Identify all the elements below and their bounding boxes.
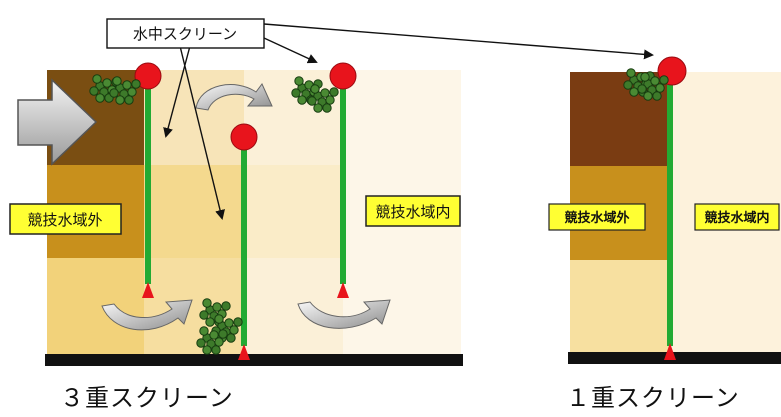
- outside-layer-top: [570, 72, 670, 166]
- inside-label: 競技水域内: [704, 210, 769, 226]
- right-panel: 競技水域外 競技水域内: [548, 56, 781, 364]
- inside-label-box: [694, 203, 780, 231]
- screen-pole-2: [241, 146, 247, 346]
- zone-a-mid: [144, 165, 244, 258]
- outside-layer-bottom: [570, 260, 670, 352]
- float-icon: [134, 62, 162, 90]
- callout-pointer-3: [263, 37, 318, 64]
- callout-pointer-1: [163, 45, 191, 138]
- zone-b-top: [244, 70, 343, 165]
- right-caption: １重スクリーン: [566, 384, 740, 412]
- callout-label: 水中スクリーン: [133, 25, 237, 43]
- left-caption: ３重スクリーン: [60, 384, 234, 412]
- inside-label-box: [365, 195, 461, 227]
- anchor-icon: [337, 282, 349, 298]
- float-icon: [329, 62, 357, 90]
- flow-arrow-icon: [17, 78, 98, 166]
- outside-label-box: [9, 203, 122, 235]
- outside-label-box: [548, 203, 646, 231]
- left-panel: 競技水域外 競技水域内: [9, 62, 463, 366]
- anchor-icon: [238, 344, 250, 360]
- screen-pole-3: [340, 82, 346, 284]
- callout-box: [106, 18, 265, 49]
- zone-b-mid: [244, 165, 343, 258]
- inside-label: 競技水域内: [375, 203, 450, 221]
- float-icon: [230, 123, 258, 151]
- zone-b-bottom: [244, 258, 343, 354]
- curved-arrow-icon: [101, 299, 193, 331]
- outside-layer-bottom: [47, 258, 144, 354]
- screen-pole-1: [145, 82, 151, 284]
- anchor-icon: [142, 282, 154, 298]
- anchor-icon: [664, 343, 676, 360]
- curved-arrow-icon: [195, 83, 273, 111]
- screen-pole: [667, 80, 673, 346]
- outside-label: 競技水域外: [564, 210, 629, 226]
- callout-pointer-2: [179, 45, 225, 220]
- curved-arrow-icon: [297, 299, 391, 329]
- callout-pointer-4: [263, 23, 654, 60]
- outside-label: 競技水域外: [27, 211, 102, 229]
- ground-bar: [45, 354, 463, 366]
- callout: 水中スクリーン: [106, 18, 654, 220]
